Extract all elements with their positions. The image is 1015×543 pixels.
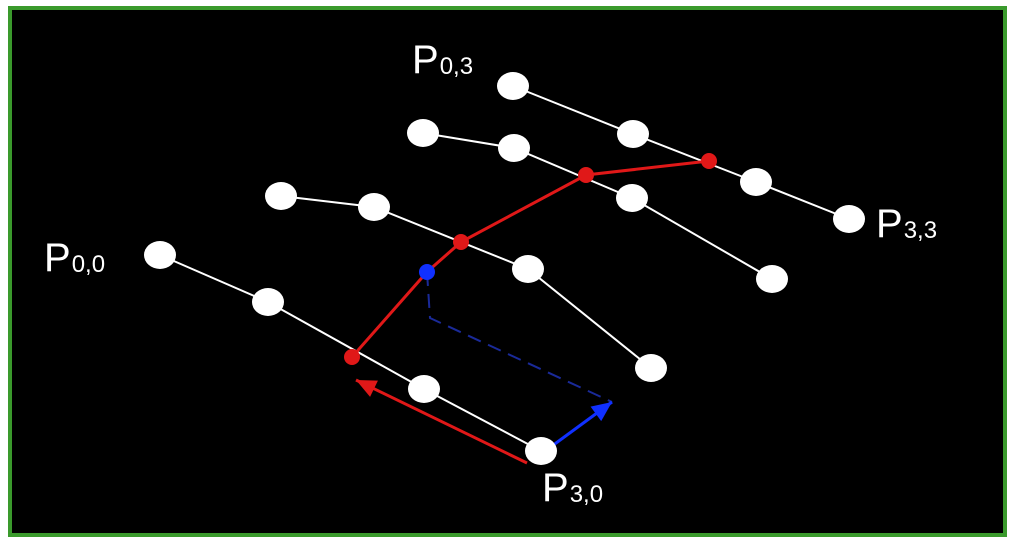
bezier-patch-diagram <box>144 72 865 465</box>
control-point-2-2 <box>616 184 648 212</box>
control-point-1-0 <box>265 182 297 210</box>
red-arrow-icon <box>355 378 528 465</box>
control-point-1-2 <box>512 255 544 283</box>
label-p00-base: P <box>44 236 71 280</box>
control-point-2-1 <box>498 134 530 162</box>
label-p03-sub: 0,3 <box>439 53 474 81</box>
label-p03-base: P <box>412 38 439 82</box>
control-polygon-row-1 <box>280 195 652 369</box>
red-arrow-icon-shaft <box>355 378 528 465</box>
label-p33-sub: 3,3 <box>903 217 938 245</box>
control-point-0-0 <box>144 241 176 269</box>
blue-arrow-icon <box>551 400 613 448</box>
label-p03: P0,3 <box>412 40 473 80</box>
red-dot-icon-0 <box>344 349 360 365</box>
label-p33-base: P <box>876 202 903 246</box>
control-point-0-3 <box>525 437 557 465</box>
control-point-1-3 <box>635 354 667 382</box>
blue-dot-icon <box>419 264 435 280</box>
red-dot-icon-2 <box>578 167 594 183</box>
label-p30-sub: 3,0 <box>569 481 604 509</box>
label-p30: P3,0 <box>542 468 603 508</box>
v-dashed-line <box>426 271 613 403</box>
label-p00: P0,0 <box>44 238 105 278</box>
control-point-3-0 <box>497 72 529 100</box>
label-p00-sub: 0,0 <box>71 251 106 279</box>
red-arrow-icon-head <box>356 380 378 397</box>
control-polygon-lines <box>159 85 850 452</box>
control-polygon-row-3 <box>512 85 850 220</box>
label-p33: P3,3 <box>876 204 937 244</box>
blue-arrow-icon-head <box>590 402 612 422</box>
label-p30-base: P <box>542 466 569 510</box>
control-polygon-row-2 <box>422 132 773 280</box>
control-point-1-1 <box>358 193 390 221</box>
control-points <box>144 72 865 465</box>
control-point-0-2 <box>408 375 440 403</box>
v-direction-path <box>426 271 613 403</box>
control-polygon-row-0 <box>159 254 542 452</box>
red-dot-icon-1 <box>453 234 469 250</box>
control-point-2-0 <box>407 119 439 147</box>
control-point-3-1 <box>617 120 649 148</box>
diagram-frame: P0,0 P0,3 P3,0 P3,3 <box>8 6 1007 537</box>
control-point-0-1 <box>252 288 284 316</box>
red-dot-icon-3 <box>701 153 717 169</box>
red-curve-points <box>344 153 717 365</box>
direction-arrows <box>355 378 613 465</box>
control-point-3-3 <box>833 205 865 233</box>
control-point-3-2 <box>740 168 772 196</box>
control-point-2-3 <box>756 265 788 293</box>
